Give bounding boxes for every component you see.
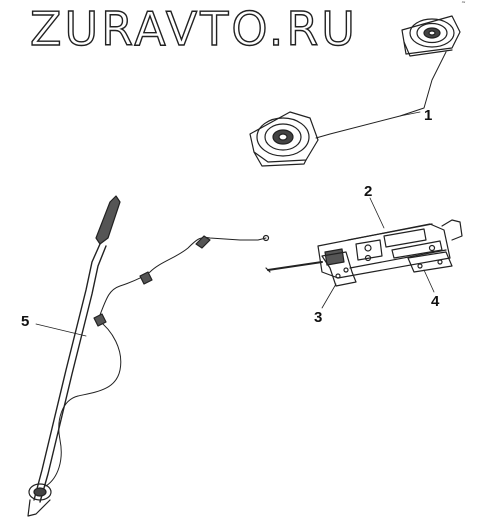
leader-4 [423,269,435,293]
callout-4: 4 [431,293,440,310]
leader-3 [321,283,337,309]
speaker-lower [249,111,319,167]
leader-2 [369,197,385,229]
callout-2: 2 [364,183,373,200]
speaker-wire [315,51,447,139]
cable-end-plug [262,234,270,242]
cable-connector-mid [139,271,153,285]
radio-head-unit-drawing [317,219,463,279]
leader-5 [35,323,87,337]
callout-3: 3 [314,309,323,326]
antenna-cable [45,237,267,487]
antenna-drawing [27,195,121,517]
speaker-upper [401,15,461,57]
cable-clip [93,313,107,327]
watermark-logo: ZURAVTO.RU [29,2,358,56]
cable-connector-upper [195,235,211,249]
callout-1: 1 [424,107,433,124]
callout-5: 5 [21,313,30,330]
leader-1 [399,111,421,117]
right-bracket-drawing [407,251,453,273]
corner-mark: ˜ [461,1,466,12]
left-bracket-drawing [265,251,357,287]
